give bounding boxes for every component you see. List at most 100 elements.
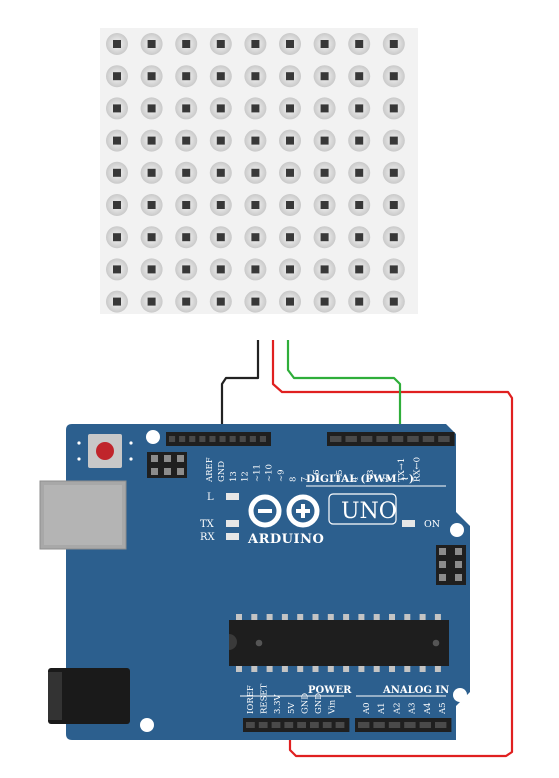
analog-header-label: ANALOG IN: [382, 685, 449, 696]
power-jack-front: [48, 672, 62, 720]
neopixel-led: [175, 97, 198, 120]
pin-label: ~6: [312, 469, 322, 482]
wires: [220, 340, 514, 758]
neopixel-led: [175, 161, 198, 184]
header-socket[interactable]: [422, 436, 435, 442]
neopixel-led: [279, 97, 301, 120]
neopixel-led: [313, 65, 336, 88]
neopixel-led: [209, 97, 232, 120]
model-text: UNO: [341, 499, 397, 524]
header-socket[interactable]: [169, 436, 176, 442]
neopixel-led: [140, 33, 163, 55]
neopixel-led: [140, 194, 163, 216]
neopixel-led: [209, 65, 232, 88]
power-header[interactable]: [243, 718, 350, 732]
header-socket[interactable]: [229, 436, 236, 442]
digital-header-label: DIGITAL (PWM ~): [306, 473, 414, 485]
pin-label: RESET: [260, 683, 270, 714]
header-socket[interactable]: [358, 722, 370, 728]
header-socket[interactable]: [284, 722, 294, 728]
pin-label: 2: [382, 477, 392, 482]
neopixel-led: [244, 65, 267, 88]
header-socket[interactable]: [219, 436, 226, 442]
neopixel-led: [106, 129, 128, 152]
neopixel-led: [209, 161, 232, 184]
reset-button[interactable]: [77, 434, 133, 468]
led-tx: TX: [200, 519, 239, 530]
neopixel-led: [106, 226, 128, 249]
header-socket[interactable]: [297, 722, 306, 728]
header-socket[interactable]: [259, 436, 266, 442]
header-socket[interactable]: [391, 436, 404, 442]
pin-label: 12: [241, 471, 251, 482]
digital-header-2[interactable]: [327, 432, 455, 446]
neopixel-led: [382, 97, 405, 120]
neopixel-led: [348, 97, 371, 120]
header-socket[interactable]: [407, 436, 419, 442]
neopixel-led: [175, 33, 198, 55]
header-socket[interactable]: [388, 722, 401, 728]
pin-label: ~10: [265, 464, 275, 482]
header-socket[interactable]: [376, 436, 388, 442]
neopixel-led: [348, 226, 371, 249]
pin-label: ~9: [276, 469, 286, 482]
header-socket[interactable]: [271, 722, 281, 728]
icsp-header-left: [147, 452, 187, 478]
header-socket[interactable]: [246, 722, 255, 728]
neopixel-led: [313, 290, 336, 313]
header-socket[interactable]: [249, 436, 256, 442]
header-socket[interactable]: [335, 722, 345, 728]
header-socket[interactable]: [373, 722, 385, 728]
pin-label: ~5: [335, 469, 345, 482]
pin-label: TX→1: [397, 458, 407, 482]
neopixel-led: [279, 290, 301, 313]
mount-hole: [140, 718, 154, 732]
neopixel-led: [244, 258, 267, 281]
neopixel-led: [106, 194, 128, 216]
wire-gnd[interactable]: [220, 340, 260, 430]
svg-text:TX: TX: [200, 519, 215, 530]
header-socket[interactable]: [189, 436, 196, 442]
header-socket[interactable]: [438, 436, 450, 442]
icsp-header-right: [436, 545, 466, 585]
header-socket[interactable]: [435, 722, 447, 728]
header-socket[interactable]: [209, 436, 216, 442]
neopixel-led: [244, 33, 267, 55]
pin-label: 4: [351, 477, 361, 482]
header-socket[interactable]: [239, 436, 246, 442]
neopixel-led: [382, 65, 405, 88]
pin-label: AREF: [205, 457, 215, 483]
wire-vcc[interactable]: [271, 340, 514, 758]
wire-data[interactable]: [286, 340, 402, 430]
neopixel-led: [175, 129, 198, 152]
header-socket[interactable]: [330, 436, 342, 442]
neopixel-led: [279, 129, 301, 152]
neopixel-led: [140, 290, 163, 313]
header-socket[interactable]: [310, 722, 319, 728]
header-socket[interactable]: [258, 722, 268, 728]
neopixel-led: [348, 258, 371, 281]
header-socket[interactable]: [322, 722, 332, 728]
neopixel-led: [209, 194, 232, 216]
pin-label: ~11: [253, 464, 263, 482]
analog-header[interactable]: [355, 718, 452, 732]
digital-header-1[interactable]: [166, 432, 271, 446]
neopixel-led: [106, 65, 128, 88]
arduino-logo-icon: [248, 494, 320, 528]
pin-label: A4: [423, 702, 433, 715]
header-socket[interactable]: [179, 436, 186, 442]
neopixel-led: [313, 129, 336, 152]
neopixel-led: [279, 33, 301, 55]
neopixel-led: [382, 194, 405, 216]
neopixel-led: [209, 33, 232, 55]
header-socket[interactable]: [404, 722, 416, 728]
header-socket[interactable]: [199, 436, 206, 442]
neopixel-led: [279, 258, 301, 281]
header-socket[interactable]: [419, 722, 431, 728]
header-socket[interactable]: [345, 436, 357, 442]
header-socket[interactable]: [360, 436, 373, 442]
